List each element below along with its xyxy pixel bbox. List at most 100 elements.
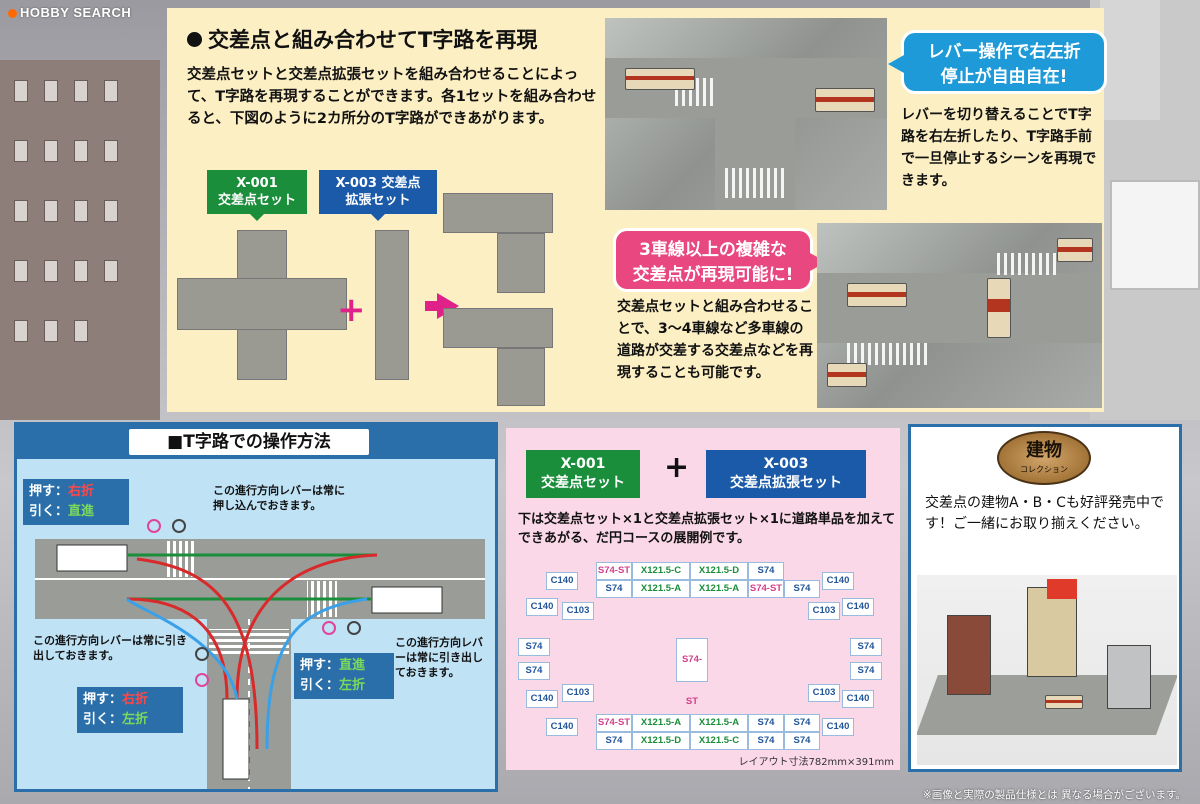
layout-tag-x001-code: X-001 bbox=[560, 456, 606, 472]
layout-tag-x003: X-003 交差点拡張セット bbox=[706, 450, 866, 498]
tag-x003: X-003 交差点拡張セット bbox=[319, 170, 437, 221]
building-collection-panel: 建物 コレクション 交差点の建物A・B・Cも好評発売中です！ご一緒にお取り揃えく… bbox=[908, 424, 1182, 772]
logo-main-text: 建物 bbox=[1026, 440, 1062, 461]
lever-grey-top[interactable] bbox=[172, 519, 186, 533]
layout-plus-icon: + bbox=[664, 450, 690, 485]
side-piece: S74 bbox=[850, 638, 882, 656]
curve-piece: C140 bbox=[526, 690, 558, 708]
lever-callout: レバー操作で右左折停止が自由自在! bbox=[888, 30, 1107, 94]
legend-push-label: 押す： bbox=[83, 692, 123, 707]
building-text: 交差点の建物A・B・Cも好評発売中です！ご一緒にお取り揃えください。 bbox=[925, 495, 1164, 532]
lanes-text: 交差点セットと組み合わせることで、3～4車線など多車線の道路が交差する交差点など… bbox=[617, 299, 813, 381]
lever-callout-line1: レバー操作で右左折 bbox=[927, 42, 1081, 62]
operation-panel: ■T字路での操作方法 押す：右折 引く：直進 押す：直進 引く：左折 bbox=[14, 422, 498, 792]
curve-piece: C140 bbox=[822, 718, 854, 736]
note-left-lever: この進行方向レバーは常に引き出しておきます。 bbox=[33, 634, 187, 662]
tag-x003-code: X-003 交差点 bbox=[335, 176, 421, 191]
right-turn-arrow-red-2 bbox=[235, 553, 378, 700]
left-turn-arrow-red bbox=[126, 597, 229, 700]
bus-left bbox=[56, 544, 128, 572]
track-piece: X121.5-A bbox=[690, 714, 748, 732]
middle-piece: S74-ST bbox=[676, 638, 708, 707]
background-building-left bbox=[0, 60, 160, 420]
legend-pull-label: 引く： bbox=[29, 504, 69, 519]
lever-pink-right[interactable] bbox=[322, 621, 336, 635]
legend-pull-label: 引く： bbox=[83, 712, 123, 727]
building-photo bbox=[917, 575, 1177, 765]
track-piece: S74 bbox=[784, 580, 820, 598]
legend-pull-label: 引く： bbox=[300, 678, 340, 693]
track-piece: X121.5-C bbox=[632, 562, 690, 580]
curve-piece: C140 bbox=[526, 598, 558, 616]
track-piece: S74-ST bbox=[748, 580, 784, 598]
legend-middle: 押す：直進 引く：左折 bbox=[294, 653, 394, 699]
lever-pink-top[interactable] bbox=[147, 519, 161, 533]
hobby-search-logo: HOBBY SEARCH bbox=[8, 5, 131, 20]
track-piece: S74-ST bbox=[596, 714, 632, 732]
operation-title-bar: ■T字路での操作方法 bbox=[17, 425, 495, 459]
track-piece: S74-ST bbox=[596, 562, 632, 580]
building-collection-logo: 建物 コレクション bbox=[997, 431, 1091, 485]
t-junction-panel: 交差点と組み合わせてT字路を再現 交差点セットと交差点拡張セットを組み合わせるこ… bbox=[167, 8, 1107, 412]
layout-tag-x003-code: X-003 bbox=[763, 456, 809, 472]
track-piece: S74 bbox=[596, 732, 632, 750]
background-building-right-top bbox=[1100, 0, 1160, 120]
curve-piece: C140 bbox=[822, 572, 854, 590]
section-heading: 交差点と組み合わせてT字路を再現 bbox=[187, 24, 537, 54]
legend-push-value: 右折 bbox=[122, 692, 149, 707]
left-turn-arrow-blue-2 bbox=[125, 597, 239, 700]
legend-push-value: 直進 bbox=[339, 658, 366, 673]
track-piece: S74 bbox=[748, 562, 784, 580]
legend-pull-value: 左折 bbox=[122, 712, 149, 727]
track-piece: S74 bbox=[784, 732, 820, 750]
legend-push-label: 押す： bbox=[300, 658, 340, 673]
lever-grey-left[interactable] bbox=[195, 647, 209, 661]
logo-text: HOBBY SEARCH bbox=[20, 5, 132, 20]
legend-pull-value: 左折 bbox=[339, 678, 366, 693]
track-piece: X121.5-A bbox=[690, 580, 748, 598]
legend-bottom: 押す：右折 引く：左折 bbox=[77, 687, 183, 733]
note-right-lever: この進行方向レバーは常に引き出しておきます。 bbox=[395, 636, 483, 679]
layout-tag-x001: X-001 交差点セット bbox=[526, 450, 640, 498]
multilane-photo bbox=[817, 223, 1102, 408]
track-piece: X121.5-C bbox=[690, 732, 748, 750]
track-piece: X121.5-D bbox=[632, 732, 690, 750]
lever-pink-bottom[interactable] bbox=[195, 673, 209, 687]
lever-text: レバーを切り替えることでT字路を右左折したり、T字路手前で一旦停止するシーンを再… bbox=[901, 107, 1097, 189]
lever-callout-line2: 停止が自由自在! bbox=[940, 67, 1068, 87]
arrow-shaft bbox=[425, 301, 439, 311]
left-turn-arrow-blue bbox=[265, 597, 368, 750]
curve-piece: C140 bbox=[546, 718, 578, 736]
tag-x001-name: 交差点セット bbox=[217, 193, 296, 208]
operation-title: ■T字路での操作方法 bbox=[129, 429, 369, 455]
t-junction-map bbox=[35, 539, 485, 789]
lanes-callout-line2: 交差点が再現可能に! bbox=[632, 265, 794, 285]
layout-tag-x003-name: 交差点拡張セット bbox=[730, 475, 842, 491]
background-sign-building bbox=[1110, 180, 1200, 290]
lever-grey-right[interactable] bbox=[347, 621, 361, 635]
layout-tag-x001-name: 交差点セット bbox=[541, 475, 625, 491]
heading-text: 交差点と組み合わせてT字路を再現 bbox=[208, 28, 538, 52]
legend-pull-value: 直進 bbox=[68, 504, 95, 519]
logo-sub-text: コレクション bbox=[1020, 465, 1068, 474]
lanes-callout-line1: 3車線以上の複雑な bbox=[639, 240, 787, 260]
track-piece: S74 bbox=[748, 732, 784, 750]
track-piece: S74 bbox=[784, 714, 820, 732]
note-top-lever: この進行方向レバーは常に押し込んでおきます。 bbox=[213, 484, 345, 512]
curve-piece: C103 bbox=[808, 602, 840, 620]
layout-dimension: レイアウト寸法782mm×391mm bbox=[738, 757, 894, 768]
logo-icon bbox=[8, 9, 17, 18]
plus-icon: + bbox=[337, 290, 366, 330]
legend-push-label: 押す： bbox=[29, 484, 69, 499]
curve-piece: C103 bbox=[562, 684, 594, 702]
intro-paragraph: 交差点セットと交差点拡張セットを組み合わせることによって、T字路を再現することが… bbox=[187, 67, 597, 127]
tag-x003-name: 拡張セット bbox=[345, 193, 411, 208]
lanes-callout: 3車線以上の複雑な交差点が再現可能に! bbox=[613, 228, 826, 292]
legend-push-value: 右折 bbox=[68, 484, 95, 499]
curve-piece: C140 bbox=[842, 598, 874, 616]
legend-top-left: 押す：右折 引く：直進 bbox=[23, 479, 129, 525]
bullet-icon bbox=[187, 32, 202, 47]
oval-course-diagram: S74-ST X121.5-C X121.5-D S74 S74 X121.5-… bbox=[516, 558, 886, 754]
